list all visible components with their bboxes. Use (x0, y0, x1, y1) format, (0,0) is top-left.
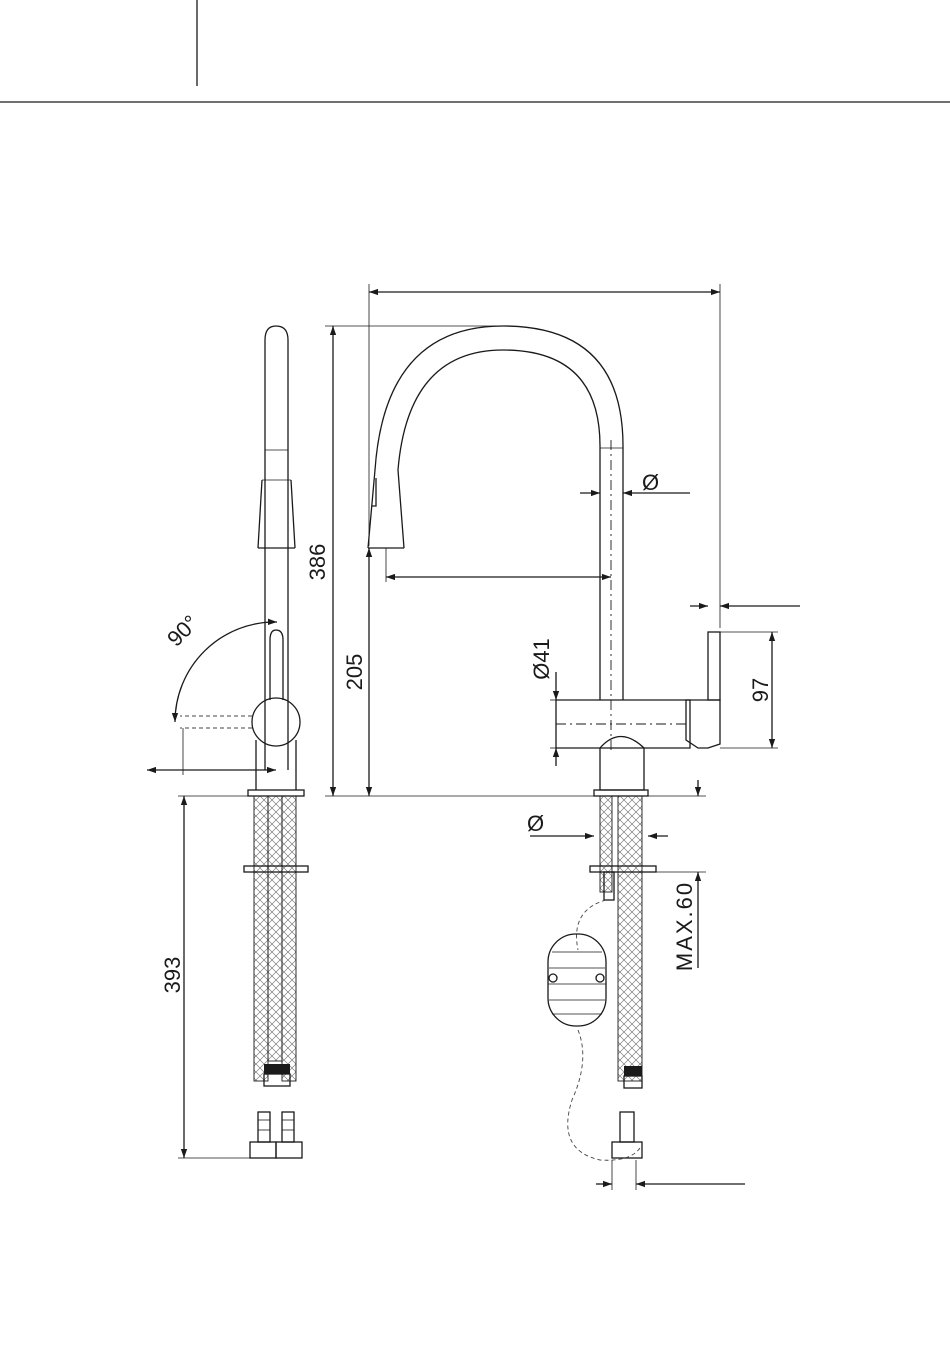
label-lever-height: 97 (748, 678, 773, 702)
label-body-diameter: Ø41 (529, 638, 554, 680)
front-view (325, 284, 800, 1190)
label-base-diameter: Ø (527, 811, 544, 836)
hose-weight (548, 934, 606, 1026)
hose-fittings (250, 1112, 302, 1158)
label-spout-height: 205 (342, 654, 367, 691)
label-hose-length: 393 (160, 957, 185, 994)
label-lever-angle: 90° (162, 610, 203, 651)
label-overall-height: 386 (305, 544, 330, 581)
label-counter-max: MAX.60 (672, 881, 697, 971)
label-spout-diameter: Ø (642, 470, 659, 495)
page-header-frame (0, 0, 950, 102)
side-view (147, 326, 308, 1158)
